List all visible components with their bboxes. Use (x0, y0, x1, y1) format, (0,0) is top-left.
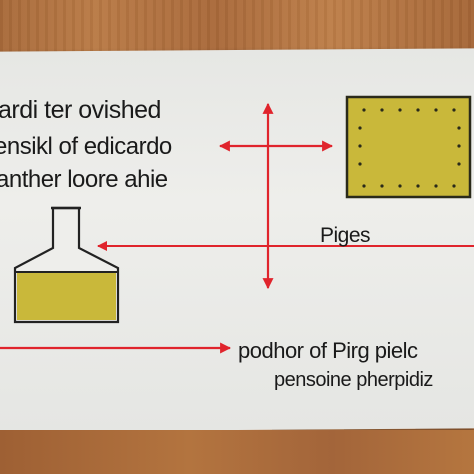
yellow-square (345, 95, 472, 199)
label-line-2: ensikl of edicardo (0, 133, 172, 160)
label-line-3: anther loore ahie (0, 166, 168, 193)
label-piges: Piges (320, 224, 371, 247)
flask (13, 206, 120, 324)
square-dots (358, 108, 461, 188)
wood-table-top (0, 0, 474, 55)
label-line-1: ardi ter ovished (0, 96, 161, 124)
label-bottom-2: pensoine pherpidiz (274, 369, 433, 391)
label-bottom-1: podhor of Pirg pielc (238, 338, 418, 363)
wood-table-bottom (0, 430, 474, 474)
